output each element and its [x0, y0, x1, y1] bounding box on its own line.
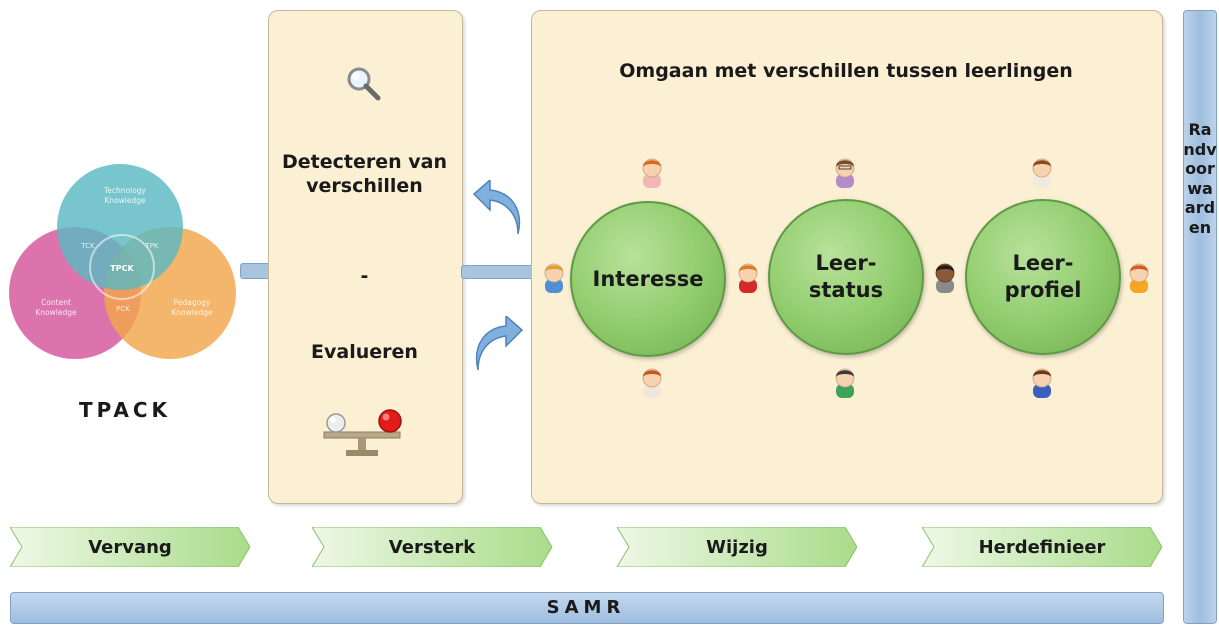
tck-label: TCK [80, 242, 95, 250]
person-icon [738, 263, 758, 293]
samr-label: SAMR [546, 597, 626, 618]
detect-title-line2: verschillen [306, 175, 423, 197]
detect-title-line1: Detecteren van [282, 151, 447, 173]
pck-label: PCK [116, 305, 130, 313]
person-icon [835, 368, 855, 398]
bubble-interesse: Interesse [570, 201, 726, 357]
detect-dash: - [360, 265, 369, 287]
balance-scale-icon [323, 409, 402, 456]
stage-arrow-vervang [10, 527, 250, 567]
curved-arrow-back-icon [472, 180, 521, 235]
bubble-leerstatus: Leer- status [768, 199, 924, 355]
stage-arrow-wijzig [617, 527, 857, 567]
person-icon [642, 158, 662, 188]
randvoorwaarden-label: Randvoorwaarden [1183, 120, 1217, 237]
person-icon [544, 263, 564, 293]
bubble-leerprofiel: Leer- profiel [965, 199, 1121, 355]
person-icon [642, 368, 662, 398]
stage-arrow-herdefinieer [922, 527, 1162, 567]
stage-arrow-versterk [312, 527, 552, 567]
person-icon [935, 263, 955, 293]
person-icon [835, 158, 855, 188]
tpck-center-circle [89, 234, 155, 300]
bubble-leerprofiel-label: Leer- profiel [1004, 251, 1082, 302]
tpk-label: TPK [144, 242, 158, 250]
stage-vervang: Vervang [88, 537, 172, 558]
tpck-label: TPCK [110, 264, 134, 273]
stage-wijzig: Wijzig [706, 537, 768, 558]
evaluate-label: Evalueren [311, 341, 418, 363]
detect-main-connector [461, 265, 535, 279]
detect-evaluate-panel [268, 10, 463, 504]
technology-knowledge-circle [57, 164, 183, 290]
randvoorwaarden-bar [1183, 10, 1217, 624]
samr-bar [10, 592, 1164, 624]
tpack-title: TPACK [78, 398, 172, 422]
curved-arrow-forward-icon [475, 316, 524, 371]
person-icon [1032, 158, 1052, 188]
person-icon [1032, 368, 1052, 398]
stage-herdefinieer: Herdefinieer [978, 537, 1106, 558]
differentiation-title: Omgaan met verschillen tussen leerlingen [619, 60, 1073, 82]
bubble-interesse-label: Interesse [592, 266, 704, 291]
stage-versterk: Versterk [388, 537, 476, 558]
bubble-leerstatus-label: Leer- status [808, 251, 884, 302]
magnifier-icon [347, 67, 381, 101]
person-icon [1129, 263, 1149, 293]
